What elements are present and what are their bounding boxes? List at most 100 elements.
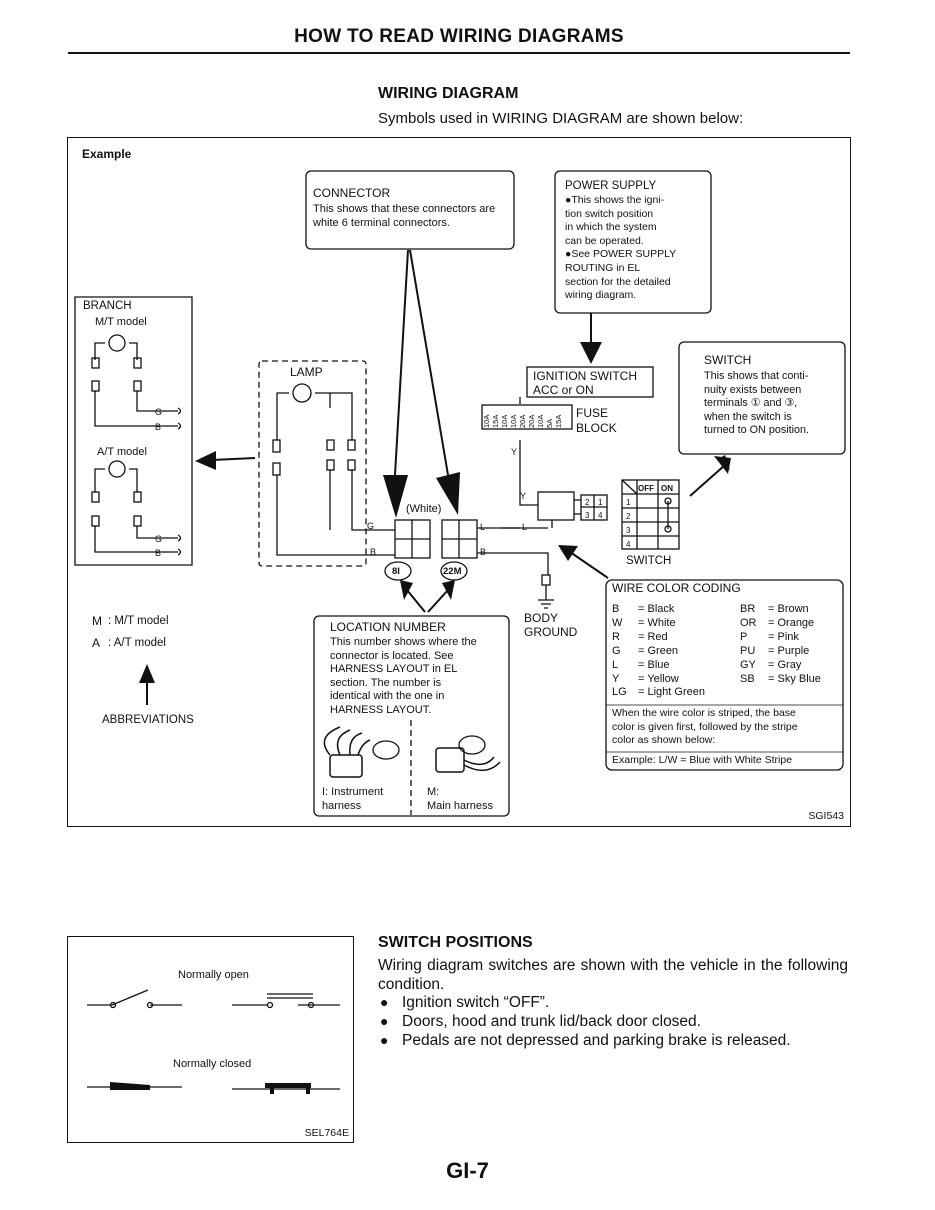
wire-color-row: OR= Orange (740, 616, 815, 629)
wire-color-note: When the wire color is striped, the base… (612, 707, 798, 747)
wire-color-row: Y= Yellow (612, 672, 679, 685)
power-supply-arrow (580, 342, 602, 364)
lamp-b-wire: B (370, 547, 377, 557)
switch-positions-list: Ignition switch “OFF”. Doors, hood and t… (378, 993, 848, 1050)
branch-at-label: A/T model (97, 446, 147, 458)
lamp-label: LAMP (290, 365, 323, 379)
switch-box (678, 341, 846, 455)
connector-id-8i-label: 8I (392, 566, 400, 577)
wire-color-left-list: B= Black W= White R= Red G= Green L= Blu… (612, 603, 705, 700)
wire-color-row: P= Pink (740, 630, 799, 643)
branch-box (74, 296, 193, 566)
power-supply-text: ●This shows the igni- tion switch positi… (565, 194, 677, 302)
connector-id-8i (384, 561, 412, 581)
ground-l-wire: L (522, 522, 528, 532)
connector-arrow-right (436, 472, 460, 515)
fuse-block-label: FUSE BLOCK (576, 406, 617, 435)
fuse-rating-1: 10A (482, 415, 491, 428)
ignition-switch-label: IGNITION SWITCH ACC or ON (533, 369, 637, 397)
connector-id-22m (440, 561, 468, 581)
fuse-rating-7: 10A (536, 415, 545, 428)
wire-color-row: B= Black (612, 603, 675, 615)
wiring-diagram-heading: WIRING DIAGRAM (378, 85, 519, 102)
normally-open-label: Normally open (178, 969, 249, 981)
switch-terminal-4: 4 (626, 540, 631, 549)
wire-color-row: SB= Sky Blue (740, 672, 821, 685)
connector-arrow-left (383, 475, 408, 518)
switch-positions-heading: SWITCH POSITIONS (378, 934, 533, 951)
normally-closed-label: Normally closed (173, 1058, 252, 1070)
lamp-g-wire: G (367, 521, 375, 531)
connector-title: CONNECTOR (313, 186, 391, 200)
wire-color-example: Example: L/W = Blue with White Stripe (612, 754, 793, 766)
wire-color-title: WIRE COLOR CODING (612, 581, 741, 595)
wire-color-row: LG= Light Green (612, 686, 705, 699)
list-item: Pedals are not depressed and parking bra… (378, 1031, 848, 1050)
fuse-ratings: 10A 15A 10A 10A 20A 20A 10A 5A 15A (482, 415, 563, 428)
fuse-rating-4: 10A (509, 415, 518, 428)
power-supply-title: POWER SUPPLY (565, 180, 657, 192)
fuse-rating-5: 20A (518, 415, 527, 428)
main-harness-label: M: Main harness (427, 786, 494, 812)
instrument-harness-label: I: Instrument harness (322, 786, 384, 812)
switch-figure-code: SEL764E (304, 1127, 349, 1139)
wire-color-row: GY= Gray (740, 658, 802, 671)
switch-terminal-2: 2 (626, 512, 631, 521)
switch-positions-intro: Wiring diagram switches are shown with t… (378, 957, 848, 993)
branch-at-b-wire: B (155, 548, 162, 558)
list-item: Doors, hood and trunk lid/back door clos… (378, 1012, 848, 1031)
switch-terminal-1: 1 (626, 498, 631, 507)
branch-g-wire: G (155, 407, 163, 417)
branch-arrow (195, 451, 216, 470)
connector-box (305, 170, 515, 250)
abbr-at-symbol: A (92, 636, 101, 650)
fuse-terminal-2: 2 (585, 498, 590, 507)
switch-box-title: SWITCH (704, 353, 752, 367)
switch-off-label: OFF (638, 484, 654, 493)
body-ground-label: BODY GROUND (524, 611, 578, 639)
abbreviation-arrow (139, 664, 155, 683)
switch-terminal-3: 3 (626, 526, 631, 535)
wire-color-row: PU= Purple (740, 644, 810, 657)
fuse-rating-8: 5A (545, 419, 554, 428)
wire-color-arrow (558, 545, 578, 561)
location-arrow-left (400, 580, 413, 600)
switch-label: SWITCH (626, 555, 672, 567)
location-number-text: This number shows where the connector is… (330, 636, 477, 716)
page-number: GI-7 (446, 1158, 489, 1183)
page-header: HOW TO READ WIRING DIAGRAMS (68, 24, 850, 54)
ignition-switch-box (526, 366, 654, 398)
harness-sketches (323, 726, 501, 778)
lamp-box (258, 360, 367, 567)
location-arrow-right (442, 580, 455, 600)
branch-b-wire: B (155, 422, 162, 432)
branch-mt-label: M/T model (95, 316, 147, 328)
figure-code: SGI543 (808, 810, 844, 822)
fuse-y-wire-vertical: Y (511, 447, 518, 457)
wire-color-row: W= White (612, 616, 676, 629)
connector-id-22m-label: 22M (443, 566, 462, 577)
wire-color-right-list: BR= Brown OR= Orange P= Pink PU= Purple … (740, 603, 821, 686)
connector-text: This shows that these connectors are whi… (313, 203, 496, 229)
fuse-rating-6: 20A (527, 415, 536, 428)
abbreviations-label: ABBREVIATIONS (102, 714, 194, 726)
abbr-mt-symbol: M (92, 614, 102, 628)
switch-position-drawings (87, 989, 340, 1090)
connector-l-wire: L (480, 522, 486, 532)
branch-title: BRANCH (83, 300, 132, 312)
wiring-diagram-frame: Example SGI543 (67, 137, 851, 827)
fuse-terminal-1: 1 (598, 498, 603, 507)
list-item: Ignition switch “OFF”. (378, 993, 848, 1012)
fuse-rating-3: 10A (500, 415, 509, 428)
white-label: (White) (406, 503, 442, 515)
location-number-box (313, 615, 510, 817)
wiring-diagram-intro: Symbols used in WIRING DIAGRAM are shown… (378, 110, 744, 127)
branch-at-g-wire: G (155, 534, 163, 544)
fuse-y-wire: Y (520, 491, 527, 501)
wire-color-box (605, 579, 844, 771)
fuse-rating-2: 15A (491, 415, 500, 428)
wire-color-row: R= Red (612, 630, 668, 643)
switch-box-text: This shows that conti- nuity exists betw… (704, 370, 810, 437)
fuse-terminal-3: 3 (585, 511, 590, 520)
